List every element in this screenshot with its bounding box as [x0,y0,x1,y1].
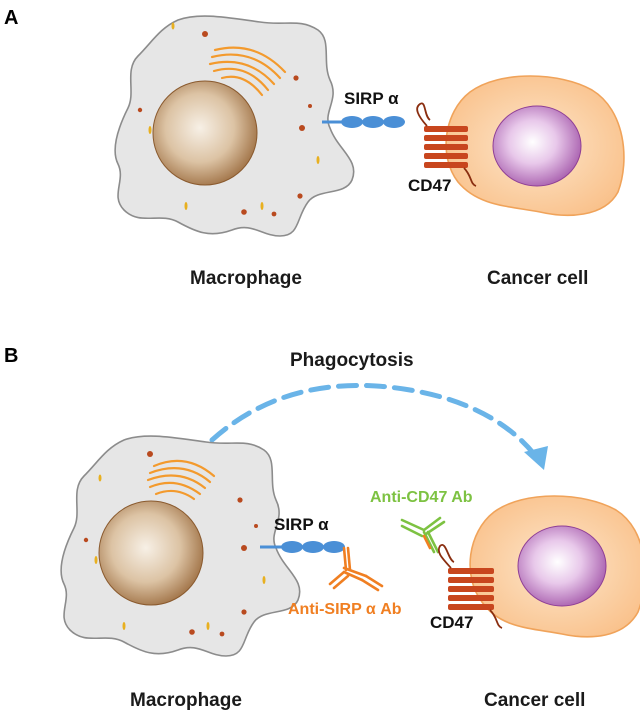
sirp-alpha-label-a: SIRP α [344,89,399,108]
vesicles-b [94,474,266,630]
cancer-cell-label-a: Cancer cell [487,268,588,289]
granules-a [137,31,312,217]
phagocytosis-label: Phagocytosis [290,350,414,371]
granules-b [83,451,258,637]
macrophage-a [114,15,355,237]
macrophage-label-b: Macrophage [130,690,242,711]
cancer-cell-a [445,75,625,217]
golgi-a [208,46,287,97]
anti-cd47-antibody-icon [400,516,446,554]
cancer-cell-b [469,495,640,638]
panel-a-letter: A [4,7,18,29]
cancer-cell-label-b: Cancer cell [484,690,585,711]
cancer-cell-a-nucleus [492,105,582,187]
sirp-alpha-a [322,116,405,128]
cd47-label-a: CD47 [408,176,451,195]
sirp-alpha-b [260,541,345,553]
anti-cd47-label: Anti-CD47 Ab [370,489,473,506]
macrophage-b-nucleus [98,500,204,606]
cd47-a [416,102,477,187]
phagocytosis-arrow [209,382,543,465]
cd47-b [437,543,503,629]
macrophage-label-a: Macrophage [190,268,302,289]
golgi-b [146,459,216,501]
macrophage-b [60,435,301,657]
sirp-alpha-label-b: SIRP α [274,515,329,534]
anti-sirp-antibody-icon [328,546,384,592]
cd47-label-b: CD47 [430,613,473,632]
macrophage-a-nucleus [152,80,258,186]
panel-b-letter: B [4,345,18,367]
anti-sirp-label: Anti-SIRP α Ab [288,601,402,618]
phagocytosis-arrowhead-icon [524,446,548,470]
vesicles-a [148,22,320,210]
cancer-cell-b-nucleus [517,525,607,607]
